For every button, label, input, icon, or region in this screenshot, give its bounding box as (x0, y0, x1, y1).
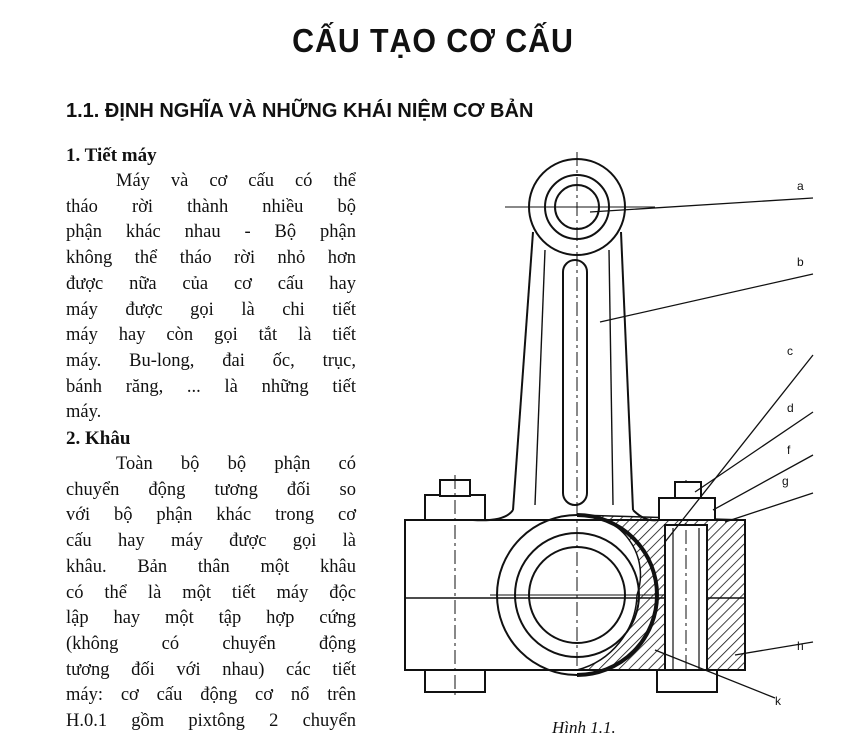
label-c: c (787, 344, 793, 358)
text-line: H.0.1 gồm pixtông 2 chuyển (66, 711, 356, 732)
text-line: bánh răng, ... là những tiết (66, 376, 356, 397)
text-line: không thể tháo rời nhỏ hơn (66, 248, 356, 269)
label-k: k (775, 694, 782, 708)
text-line: có thể là một tiết máy độc (66, 582, 356, 603)
text-line: máy hay còn gọi tắt là tiết (66, 325, 356, 346)
label-g: g (782, 474, 789, 488)
text-line: chuyển động tương đối so (66, 479, 356, 500)
text-line: khâu. Bản thân một khâu (66, 556, 356, 577)
text-line: được nữa của cơ cấu hay (66, 273, 356, 294)
label-h: h (797, 639, 804, 653)
section-heading: 1.1. ĐỊNH NGHĨA VÀ NHỮNG KHÁI NIỆM CƠ BẢ… (66, 100, 534, 122)
text-line: Máy và cơ cấu có thể (116, 171, 356, 191)
text-line: phận khác nhau - Bộ phận (66, 222, 356, 243)
figure-caption: Hình 1.1. (552, 718, 616, 737)
text-line: Toàn bộ bộ phận có (116, 454, 356, 475)
paragraph-tiet-may: Máy và cơ cấu có thể tháo rời thành nhiề… (66, 169, 356, 426)
text-line: tương đối với nhau) các tiết (66, 659, 356, 680)
text-line: với bộ phận khác trong cơ (66, 505, 356, 526)
text-line: cấu hay máy được gọi là (66, 531, 356, 552)
text-line: máy. (66, 402, 102, 423)
paragraph-khau: Toàn bộ bộ phận có chuyển động tương đối… (66, 452, 356, 735)
label-b: b (797, 255, 804, 269)
connecting-rod-figure: a b c d f g h k (404, 152, 814, 708)
page-title: CẤU TẠO CƠ CẤU (292, 22, 574, 59)
text-column: 1. Tiết máy Máy và cơ cấu có thể tháo rờ… (66, 143, 356, 735)
label-a: a (797, 179, 804, 193)
text-line: tháo rời thành nhiều bộ (66, 196, 356, 217)
text-line: máy được gọi là chi tiết (66, 299, 356, 320)
subheading-khau: 2. Khâu (66, 428, 131, 450)
label-d: d (787, 401, 794, 415)
subheading-tiet-may: 1. Tiết máy (66, 145, 157, 166)
text-line: lập hay một tập hợp cứng (66, 608, 356, 629)
text-line: máy: cơ cấu động cơ nổ trên (66, 685, 356, 706)
label-f: f (787, 443, 791, 457)
text-line: máy. Bu-long, đai ốc, trục, (66, 350, 356, 371)
text-line: (không có chuyển động (66, 633, 356, 654)
